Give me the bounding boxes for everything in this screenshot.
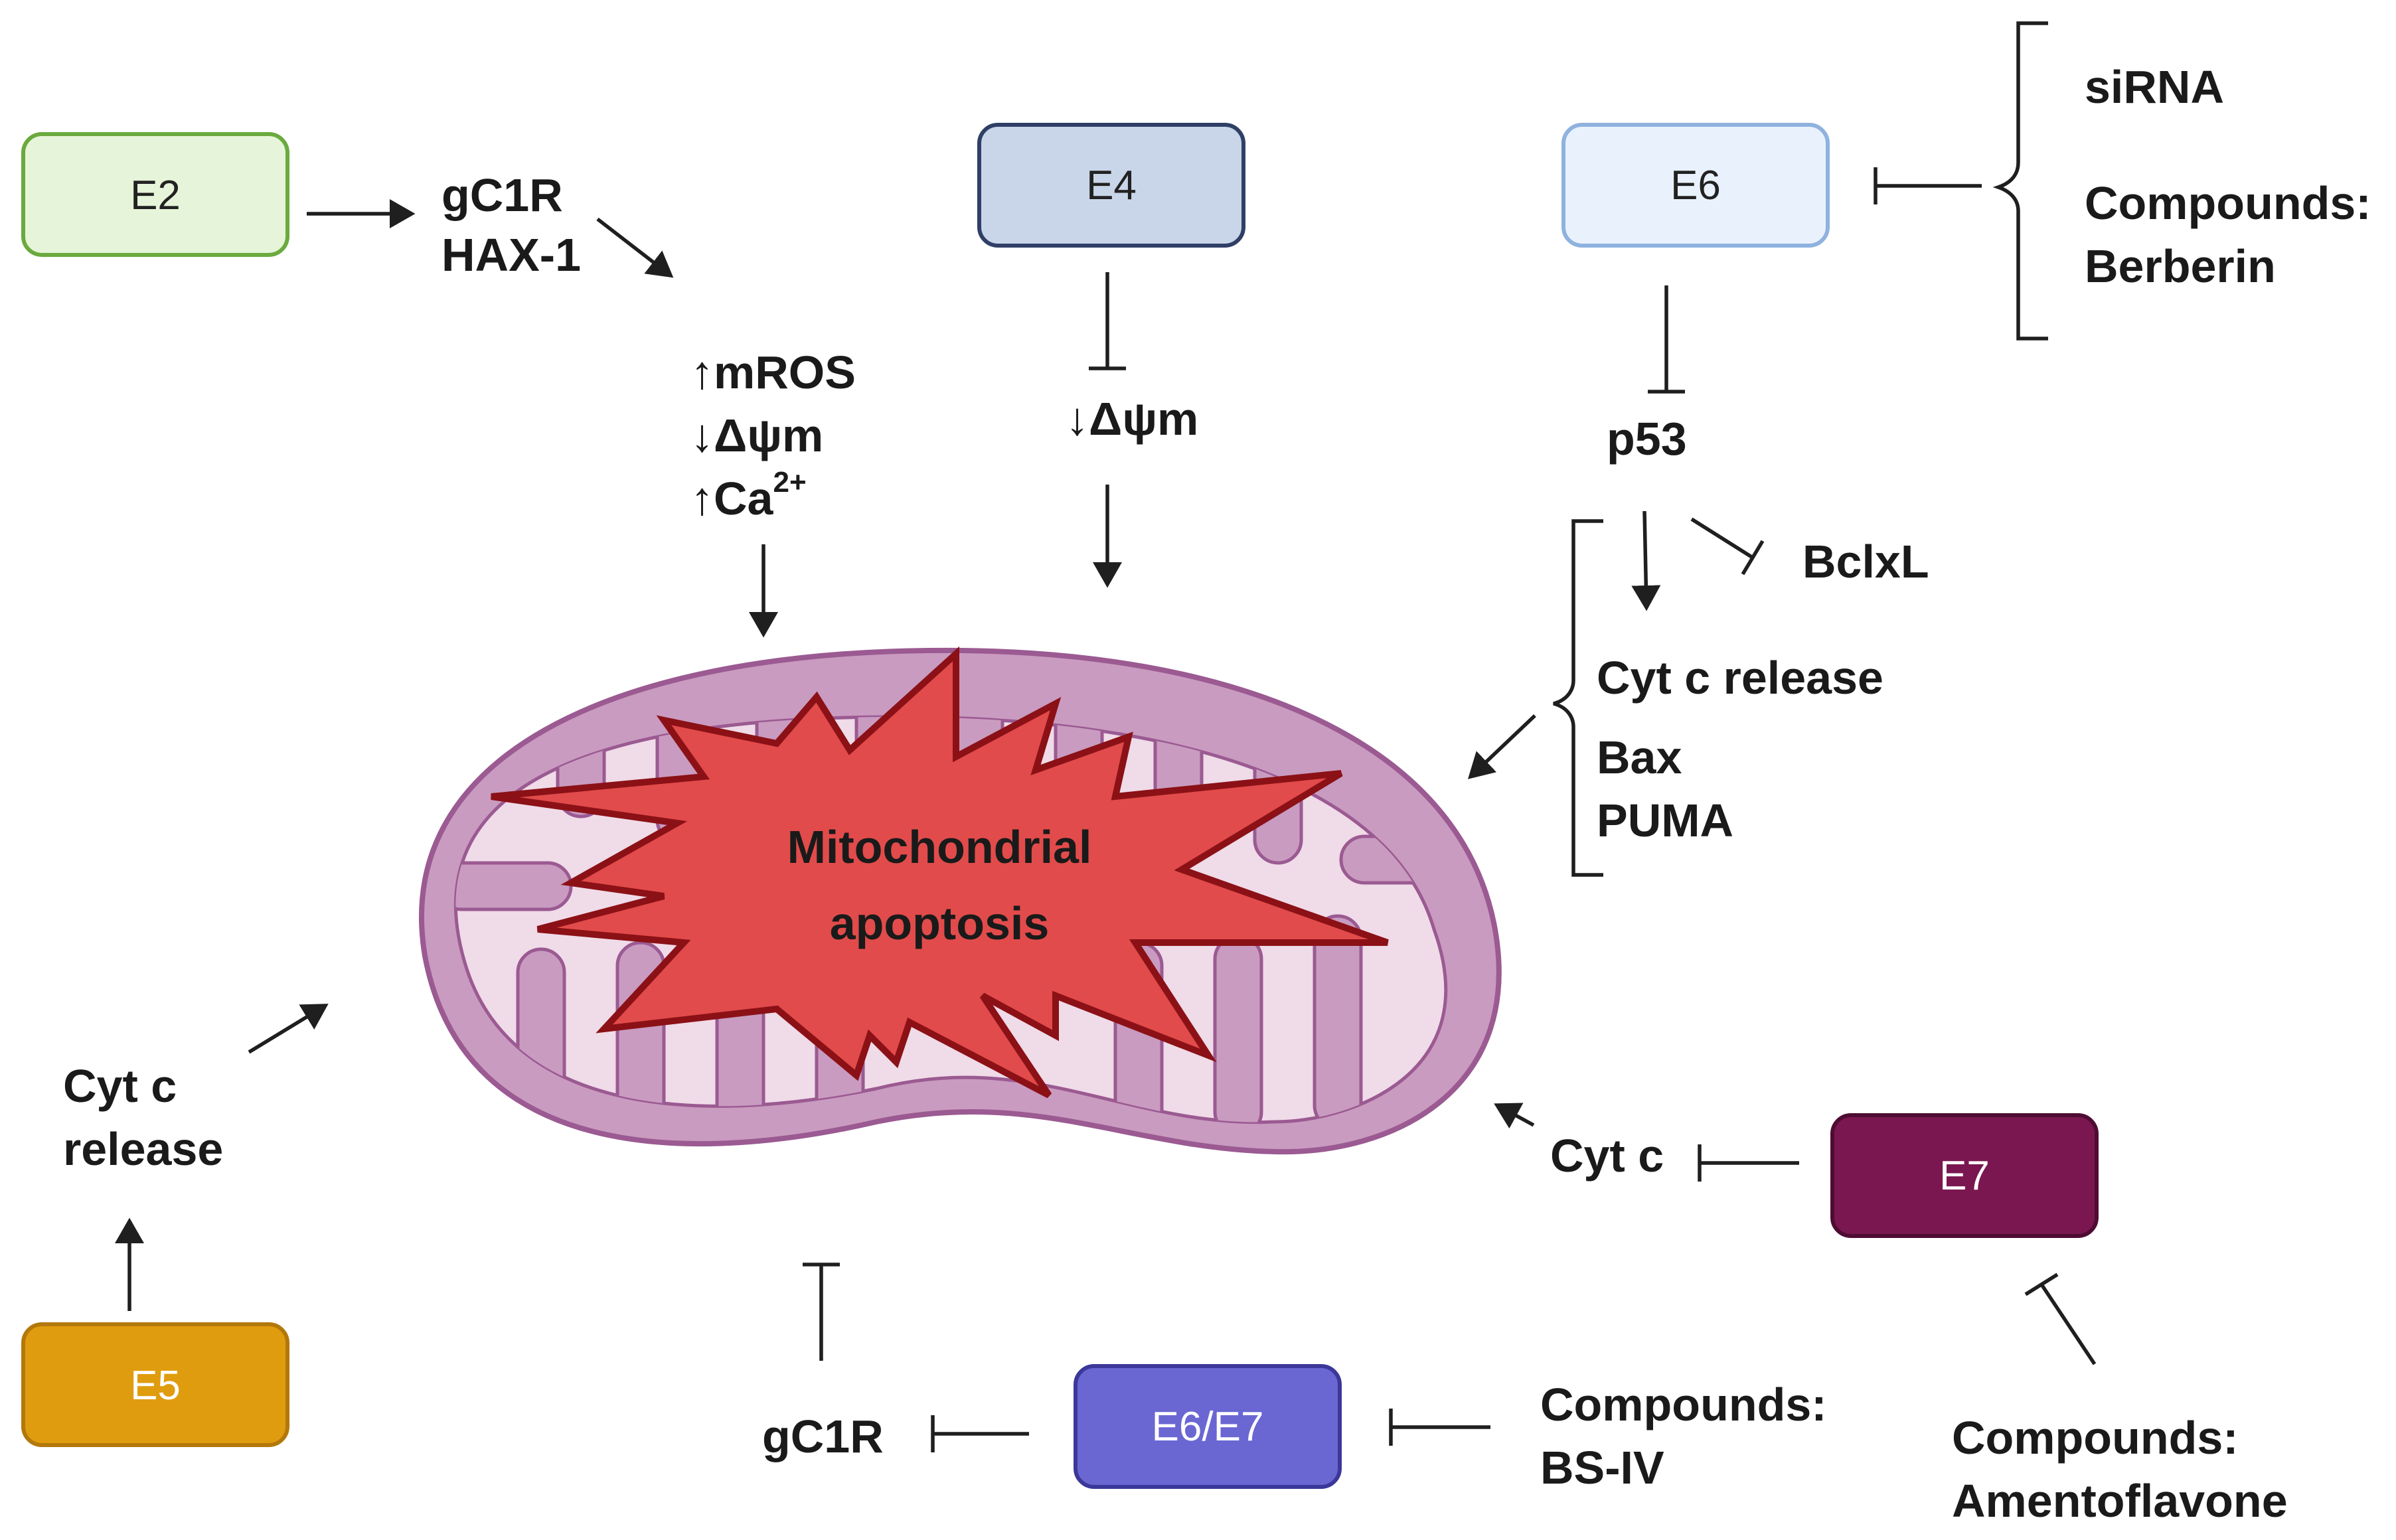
label-ca-superscript: 2+ — [773, 466, 806, 499]
inhibit-amento-e7-line — [2039, 1283, 2097, 1365]
label-cytc-left-2: release — [63, 1123, 223, 1175]
box-e6[interactable]: E6 — [1561, 123, 1830, 248]
bracket-p53-targets — [1553, 519, 1603, 877]
box-e6-label: E6 — [1670, 163, 1721, 208]
label-up-mros: ↑mROS — [690, 346, 856, 398]
arrow-hax1-to-mros — [596, 217, 674, 278]
label-p53: p53 — [1607, 413, 1687, 465]
label-bclxl: BclxL — [1802, 536, 1929, 587]
label-cyt-c-release-right: Cyt c release — [1597, 652, 1883, 704]
label-gc1r-top: gC1R — [441, 169, 563, 221]
box-e2[interactable]: E2 — [21, 132, 289, 257]
label-compounds-e6: Compounds: — [2085, 177, 2371, 229]
label-compounds-amento: Compounds: — [1952, 1412, 2239, 1464]
box-e6e7[interactable]: E6/E7 — [1074, 1364, 1342, 1489]
box-e5-label: E5 — [130, 1363, 181, 1409]
label-hax1: HAX-1 — [441, 229, 581, 281]
arrow-cytc-right-to-mito — [1494, 1103, 1535, 1129]
box-e7-label: E7 — [1939, 1153, 1990, 1199]
label-cytc-left-1: Cyt c — [63, 1060, 177, 1112]
box-e4-label: E4 — [1086, 163, 1137, 208]
label-sirna: siRNA — [2085, 61, 2224, 113]
inhibit-p53-bclxl-line — [1690, 517, 1754, 560]
box-e2-label: E2 — [130, 173, 181, 218]
arrow-cytc-to-mito — [248, 1004, 329, 1054]
center-label-line1: Mitochondrial — [787, 821, 1092, 873]
bracket-e6-inhibitors — [1992, 21, 2048, 341]
inhibit-amento-e7-bar — [2024, 1272, 2059, 1296]
label-up-ca-text: ↑Ca — [690, 473, 774, 524]
connectors — [115, 21, 2097, 1452]
label-cytc-right: Cyt c — [1550, 1130, 1664, 1182]
box-e5[interactable]: E5 — [21, 1322, 289, 1447]
label-down-dpsi-left: ↓Δψm — [690, 410, 823, 461]
label-berberin: Berberin — [2085, 240, 2276, 292]
box-e7[interactable]: E7 — [1830, 1113, 2099, 1238]
center-label-line2: apoptosis — [830, 897, 1050, 949]
box-e6e7-label: E6/E7 — [1152, 1404, 1264, 1450]
label-compounds-bsiv: Compounds: — [1540, 1379, 1827, 1430]
label-bax: Bax — [1597, 732, 1682, 783]
label-amentoflavone: Amentoflavone — [1952, 1475, 2288, 1527]
label-down-dpsi-mid: ↓Δψm — [1066, 393, 1198, 445]
apoptosis-starburst — [491, 646, 1389, 1099]
arrow-group-to-mito — [1468, 714, 1536, 779]
inhibit-p53-bclxl-bar — [1741, 540, 1765, 576]
box-e4[interactable]: E4 — [977, 123, 1245, 248]
label-gc1r-bottom: gC1R — [762, 1411, 884, 1462]
arrow-p53-to-cytc — [1631, 510, 1661, 611]
label-bsiv: BS-IV — [1540, 1442, 1664, 1494]
label-up-ca: ↑Ca2+ — [690, 466, 807, 524]
label-puma: PUMA — [1597, 795, 1733, 846]
